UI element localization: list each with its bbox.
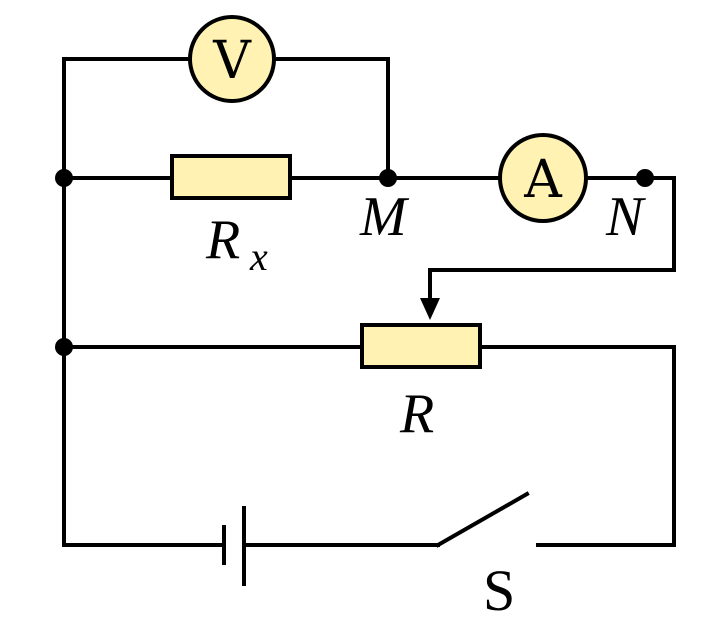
ammeter-label: A [523,150,563,210]
node-n-label: N [605,186,646,248]
rheostat-wire-right [478,345,676,547]
node-left-top [55,169,73,187]
voltmeter [188,15,276,103]
node-m [379,169,397,187]
rheostat-body [360,323,482,369]
voltmeter-wire [62,57,390,180]
node-m-label: M [359,186,410,248]
switch-label: S [483,558,515,623]
node-left-bottom [55,338,73,356]
resistor-rx-label: R [205,209,240,271]
slider-arrow-head [420,298,440,320]
ammeter [498,133,588,223]
resistor-rx-subscript: x [249,234,268,279]
rheostat-label: R [399,383,434,445]
voltmeter-label: V [212,31,252,91]
resistor-rx [170,154,292,200]
node-n [636,169,654,187]
switch-blade [435,491,530,548]
